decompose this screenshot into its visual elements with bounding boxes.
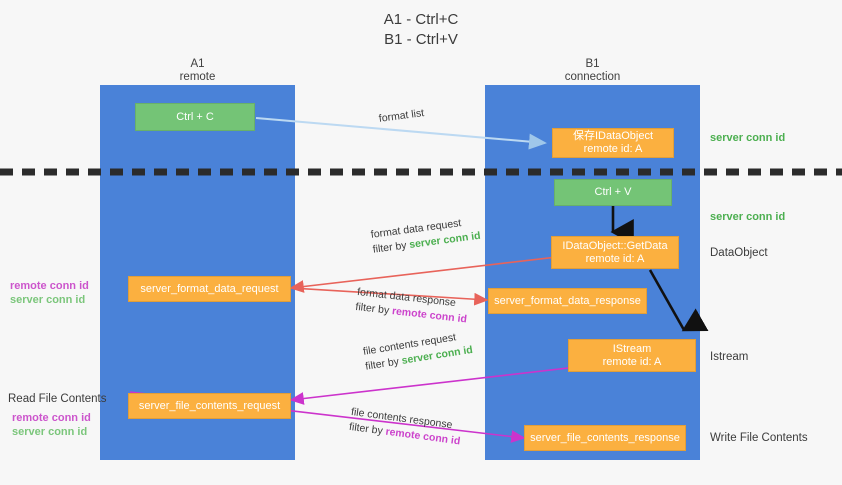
box-server-file-contents-request[interactable]: server_file_contents_request — [128, 393, 291, 419]
lane-a1-sub: remote — [179, 71, 216, 83]
annotation-server-conn-id-1: server conn id — [10, 294, 86, 306]
lane-b1-name: B1 — [585, 58, 600, 70]
arrow-format-data-request — [289, 251, 601, 293]
box-save-idataobject[interactable]: 保存IDataObject remote id: A — [552, 128, 674, 158]
annotation-read-file-contents: Read File Contents — [8, 393, 107, 405]
box-ctrl-v[interactable]: Ctrl + V — [554, 179, 672, 206]
box-ctrl-c[interactable]: Ctrl + C — [135, 103, 255, 131]
lane-a1-name: A1 — [190, 58, 205, 70]
arrow-format-list — [255, 117, 547, 150]
annotation-remote-conn-id-1: remote conn id — [10, 280, 89, 292]
box-server-format-data-response[interactable]: server_format_data_response — [488, 288, 647, 314]
annotation-dataobject: DataObject — [710, 247, 768, 259]
lane-b1-sub: connection — [564, 71, 621, 83]
arrow-getdata-to-istream — [648, 269, 709, 332]
annotation-server-conn-id-top: server conn id — [710, 132, 786, 144]
annotation-istream: Istream — [710, 351, 749, 363]
arrow-file-contents-request — [289, 361, 621, 405]
annotation-server-conn-id-2: server conn id — [12, 426, 88, 438]
box-server-file-contents-response[interactable]: server_file_contents_response — [524, 425, 686, 451]
annotation-write-file-contents: Write File Contents — [710, 432, 808, 444]
box-server-format-data-request[interactable]: server_format_data_request — [128, 276, 291, 302]
edge-label-format-data-request-filter-prefix: filter by — [372, 239, 411, 256]
box-istream[interactable]: IStream remote id: A — [568, 339, 696, 372]
box-idataobject-getdata[interactable]: IDataObject::GetData remote id: A — [551, 236, 679, 269]
annotation-server-conn-id-mid: server conn id — [710, 211, 786, 223]
edge-label-format-data-response-filter-prefix: filter by — [354, 300, 393, 317]
annotation-remote-conn-id-2: remote conn id — [12, 412, 91, 424]
edge-label-file-contents-response-filter-prefix: filter by — [348, 420, 387, 438]
page-title: A1 - Ctrl+C B1 - Ctrl+V — [383, 11, 459, 48]
